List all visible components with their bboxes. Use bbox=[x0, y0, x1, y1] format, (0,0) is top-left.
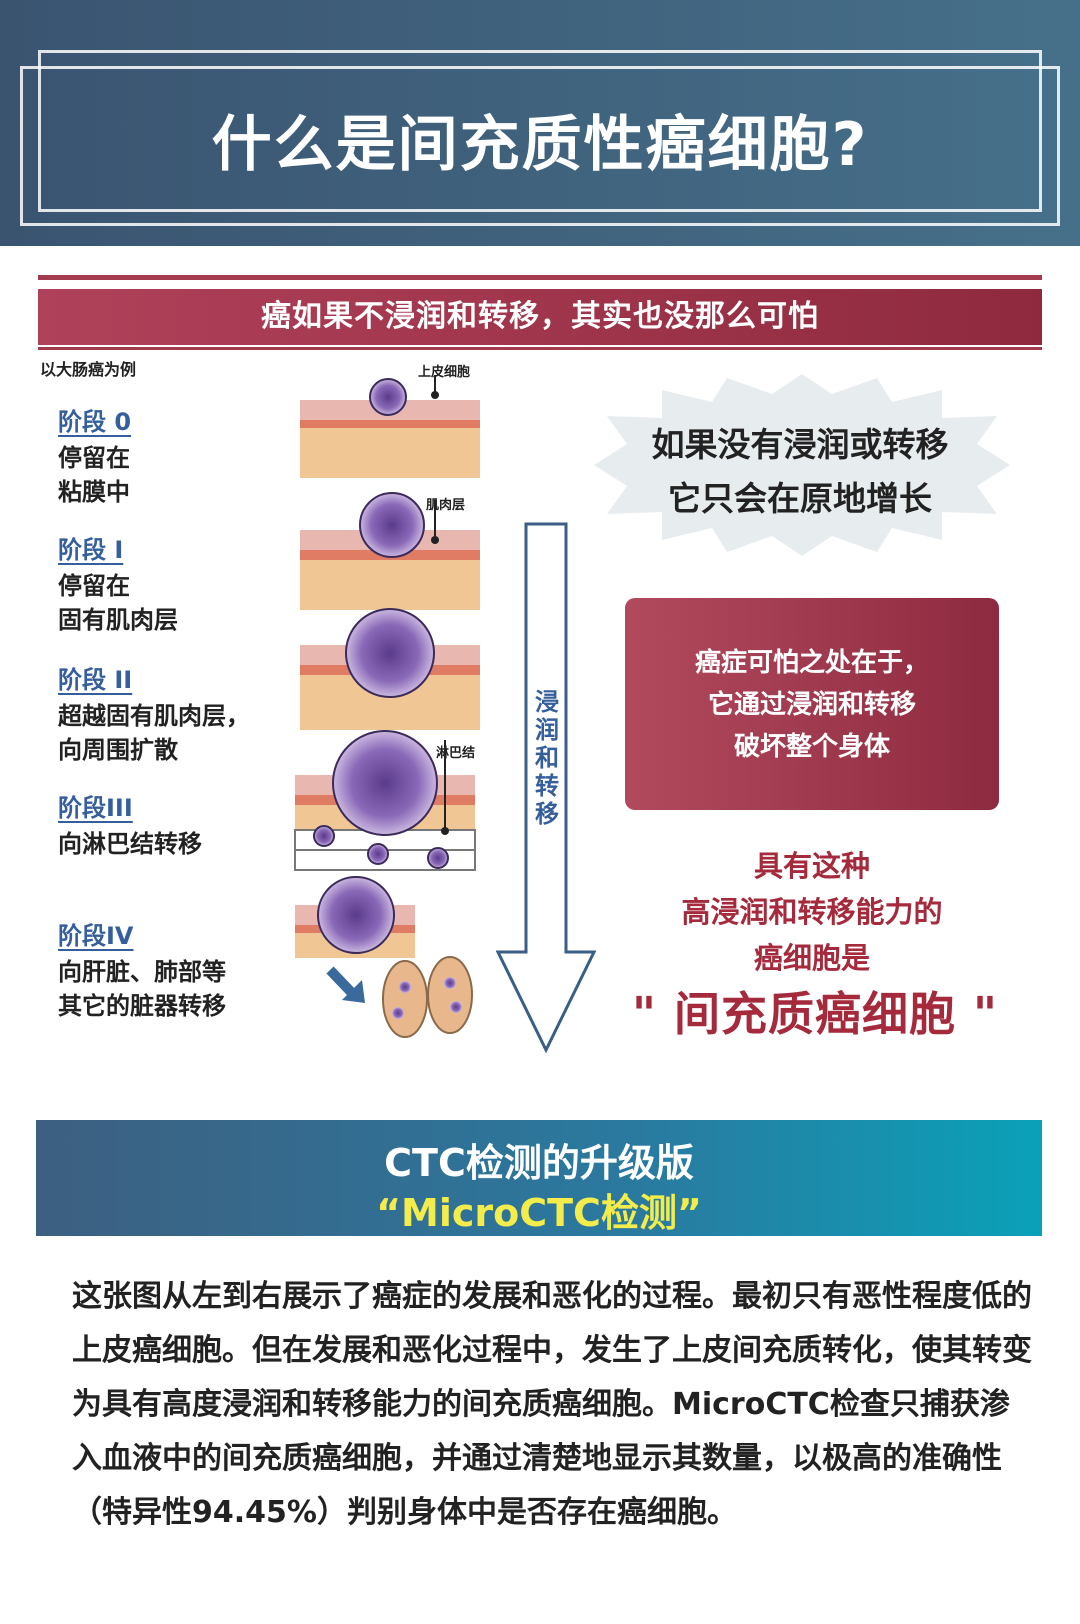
stage-title: 阶段III bbox=[58, 794, 133, 822]
lymph-cell bbox=[367, 843, 389, 865]
ctc-title: CTC检测的升级版 bbox=[384, 1141, 694, 1185]
conclusion-highlight: " 间充质癌细胞 " bbox=[632, 987, 998, 1041]
stage-desc: 超越固有肌肉层， bbox=[58, 702, 250, 730]
stage-desc: 向淋巴结转移 bbox=[58, 830, 202, 858]
ribbon-rule-bottom bbox=[38, 347, 1042, 350]
label-lymph: 淋巴结 bbox=[436, 746, 476, 761]
tissue-stage-4 bbox=[295, 876, 473, 1038]
example-note: 以大肠癌为例 bbox=[40, 360, 137, 379]
tissue-stage-0 bbox=[300, 378, 480, 478]
stage-title: 阶段 0 bbox=[58, 408, 132, 436]
stage-title: 阶段 II bbox=[58, 666, 133, 694]
tissue-diagram bbox=[294, 375, 480, 1038]
tissue-stage-2 bbox=[300, 608, 480, 730]
header-frame-outer bbox=[38, 50, 1042, 212]
cancer-cell bbox=[369, 378, 407, 416]
stage-desc: 粘膜中 bbox=[58, 478, 130, 506]
lymph-cell bbox=[427, 847, 449, 869]
lung-right bbox=[427, 956, 473, 1034]
stage-desc: 其它的脏器转移 bbox=[58, 992, 226, 1020]
stage-title: 阶段IV bbox=[58, 922, 134, 950]
conclusion-line: 高浸润和转移能力的 bbox=[681, 895, 943, 929]
conclusion-line: 癌细胞是 bbox=[753, 941, 870, 975]
burst-bubble bbox=[594, 374, 1010, 556]
danger-line: 破坏整个身体 bbox=[733, 732, 890, 762]
danger-line: 癌症可怕之处在于， bbox=[694, 648, 929, 678]
danger-box: 癌症可怕之处在于， 它通过浸润和转移 破坏整个身体 bbox=[625, 598, 999, 810]
cancer-cell bbox=[345, 608, 435, 698]
ribbon-rule-top bbox=[38, 275, 1042, 280]
arrow-label: 浸润和转移 bbox=[535, 688, 559, 828]
cancer-cell bbox=[359, 492, 425, 558]
label-muscle: 肌肉层 bbox=[426, 498, 466, 513]
stage-3: 阶段III 向淋巴结转移 bbox=[58, 788, 202, 861]
stage-desc: 固有肌肉层 bbox=[58, 606, 178, 634]
page-title: 什么是间充质性癌细胞? bbox=[211, 110, 869, 180]
danger-line: 它通过浸润和转移 bbox=[707, 690, 916, 720]
header-banner: 什么是间充质性癌细胞? bbox=[0, 0, 1080, 246]
stage-desc: 停留在 bbox=[58, 444, 130, 472]
cancer-cell bbox=[332, 730, 438, 836]
conclusion-text: 具有这种 高浸润和转移能力的 癌细胞是 bbox=[612, 843, 1012, 981]
description-paragraph: 这张图从左到右展示了癌症的发展和恶化的过程。最初只有恶性程度低的上皮癌细胞。但在… bbox=[72, 1279, 1032, 1530]
header-frame-inner bbox=[20, 66, 1060, 226]
stage-0: 阶段 0 停留在 粘膜中 bbox=[58, 402, 131, 509]
stage-4: 阶段IV 向肝脏、肺部等 其它的脏器转移 bbox=[58, 916, 226, 1023]
ctc-band: CTC检测的升级版 “MicroCTC检测” bbox=[36, 1120, 1042, 1236]
burst-line: 如果没有浸润或转移 bbox=[651, 425, 949, 464]
label-epithelial: 上皮细胞 bbox=[418, 365, 471, 380]
stage-desc: 停留在 bbox=[58, 572, 130, 600]
stage-desc: 向周围扩散 bbox=[58, 736, 178, 764]
lymph-cell bbox=[313, 825, 335, 847]
ctc-subtitle: “MicroCTC检测” bbox=[376, 1191, 702, 1235]
conclusion-line: 具有这种 bbox=[753, 849, 870, 883]
burst-line: 它只会在原地增长 bbox=[668, 479, 932, 518]
stage-1: 阶段 I 停留在 固有肌肉层 bbox=[58, 530, 178, 637]
invasion-arrow bbox=[496, 522, 596, 1054]
burst-text: 如果没有浸润或转移 它只会在原地增长 bbox=[600, 418, 1000, 526]
stage-title: 阶段 I bbox=[58, 536, 124, 564]
stage-desc: 向肝脏、肺部等 bbox=[58, 958, 226, 986]
lung-left bbox=[382, 960, 428, 1038]
stage-2: 阶段 II 超越固有肌肉层， 向周围扩散 bbox=[58, 660, 250, 767]
metastasis-arrow bbox=[326, 966, 356, 997]
cancer-cell bbox=[317, 876, 395, 954]
ribbon-heading: 癌如果不浸润和转移，其实也没那么可怕 bbox=[38, 289, 1042, 345]
